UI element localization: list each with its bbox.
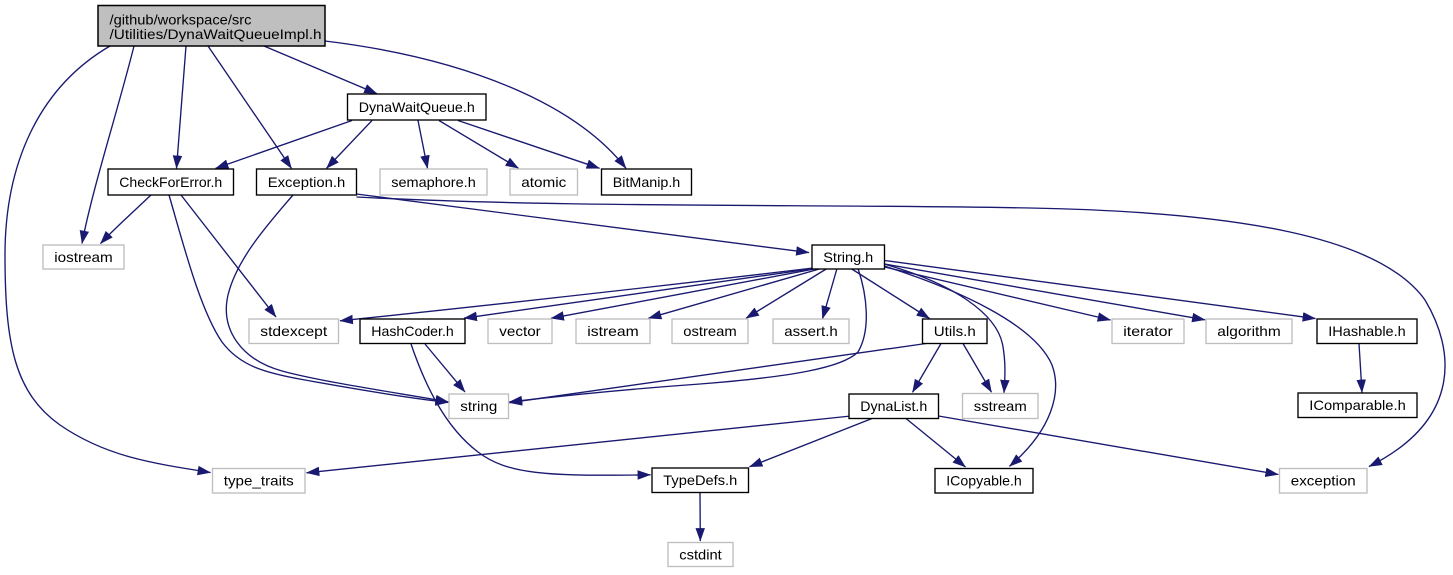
svg-text:ostream: ostream [683,323,737,339]
svg-text:IHashable.h: IHashable.h [1328,323,1406,339]
svg-text:type_traits: type_traits [224,473,294,489]
svg-text:CheckForError.h: CheckForError.h [119,174,222,190]
svg-text:cstdint: cstdint [679,546,722,562]
svg-text:DynaWaitQueue.h: DynaWaitQueue.h [359,99,475,115]
svg-text:DynaList.h: DynaList.h [860,398,927,414]
svg-text:HashCoder.h: HashCoder.h [371,323,454,339]
svg-text:atomic: atomic [521,174,566,190]
svg-text:iterator: iterator [1123,323,1173,339]
svg-text:IComparable.h: IComparable.h [1309,397,1406,413]
svg-text:sstream: sstream [974,398,1027,414]
svg-text:iostream: iostream [54,249,113,265]
svg-text:stdexcept: stdexcept [260,323,327,339]
svg-text:assert.h: assert.h [784,323,838,339]
svg-text:algorithm: algorithm [1217,323,1281,339]
svg-text:exception: exception [1291,473,1356,489]
svg-text:String.h: String.h [823,249,873,265]
svg-text:string: string [460,398,497,414]
svg-text:Utils.h: Utils.h [934,323,976,339]
svg-text:/Utilities/DynaWaitQueueImpl.h: /Utilities/DynaWaitQueueImpl.h [110,26,322,42]
svg-text:semaphore.h: semaphore.h [391,174,476,190]
svg-text:Exception.h: Exception.h [268,174,346,190]
svg-text:ICopyable.h: ICopyable.h [946,473,1022,489]
svg-text:vector: vector [499,323,541,339]
svg-text:istream: istream [587,323,639,339]
svg-text:/github/workspace/src: /github/workspace/src [110,11,252,27]
svg-text:TypeDefs.h: TypeDefs.h [663,472,737,488]
svg-text:BitManip.h: BitManip.h [613,174,681,190]
